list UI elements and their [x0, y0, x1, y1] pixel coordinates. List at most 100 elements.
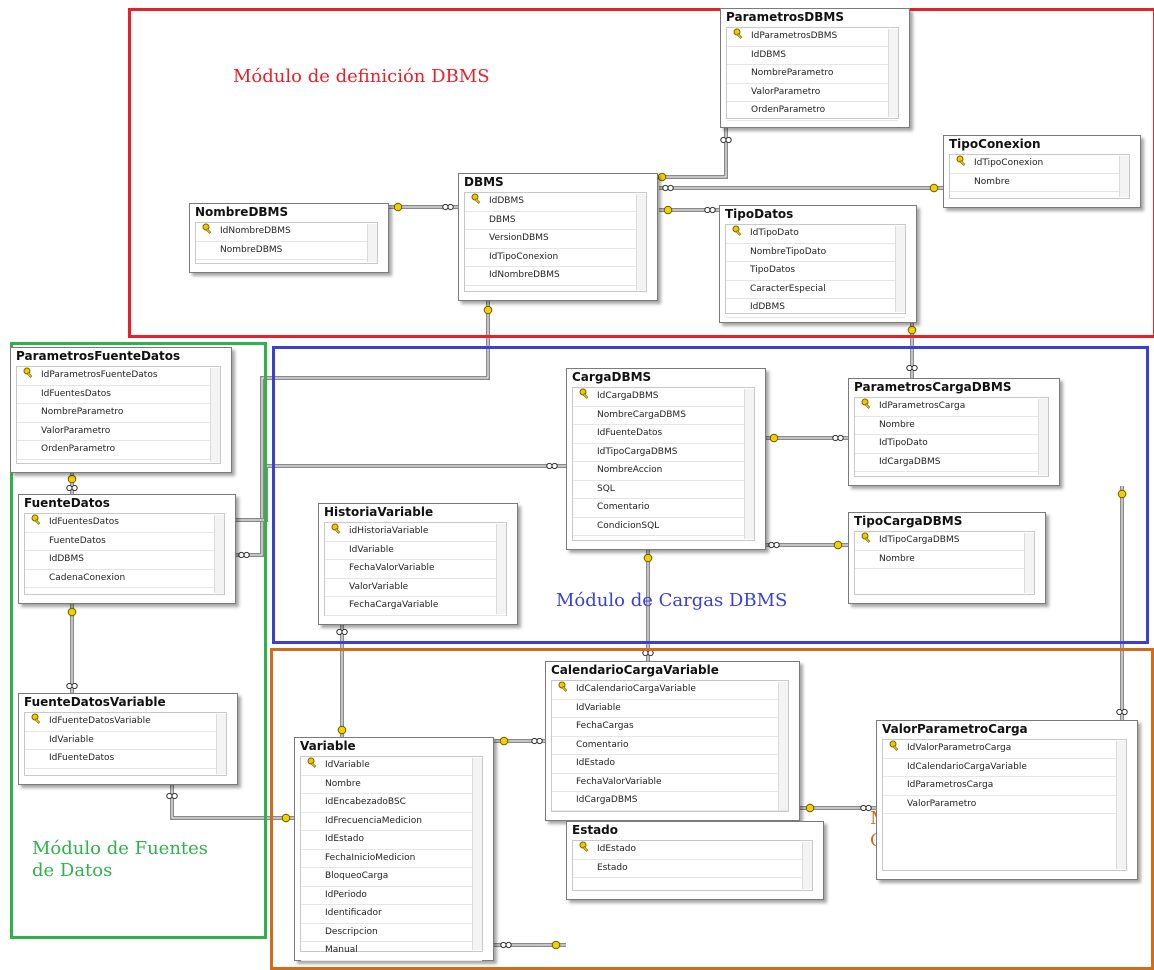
column-row[interactable]: IdFrecuenciaMedicion	[301, 813, 482, 831]
column-row[interactable]: FechaValorVariable	[552, 774, 788, 792]
column-row[interactable]: IdVariable	[325, 542, 506, 560]
column-row[interactable]: NombreDBMS	[196, 242, 377, 260]
table-scrollbar[interactable]	[496, 524, 506, 614]
primary-key-column[interactable]: IdFuenteDatosVariable	[25, 713, 226, 732]
column-row[interactable]: IdDBMS	[25, 551, 224, 570]
primary-key-column[interactable]: IdTipoCargaDBMS	[855, 532, 1034, 551]
column-row[interactable]: Nombre	[950, 174, 1129, 192]
column-row[interactable]: OrdenParametro	[17, 441, 220, 460]
table-scrollbar[interactable]	[214, 515, 224, 593]
column-row[interactable]: Comentario	[573, 499, 754, 518]
column-row[interactable]: Estado	[573, 860, 812, 878]
column-row[interactable]: IdNombreDBMS	[465, 267, 646, 286]
column-row[interactable]: IdVariable	[552, 700, 788, 718]
primary-key-column[interactable]: IdParametrosDBMS	[727, 28, 898, 47]
column-row[interactable]: OrdenParametro	[727, 102, 898, 121]
table-scrollbar[interactable]	[216, 714, 226, 774]
table-scrollbar[interactable]	[636, 194, 646, 290]
column-row[interactable]: IdFuenteDatos	[25, 750, 226, 769]
column-row[interactable]: FechaInicioMedicion	[301, 850, 482, 868]
column-row[interactable]: Nombre	[855, 417, 1048, 435]
column-row[interactable]: IdFuentesDatos	[17, 386, 220, 404]
column-row[interactable]: Comentario	[552, 737, 788, 755]
primary-key-column[interactable]: IdCalendarioCargaVariable	[552, 681, 788, 700]
table-scrollbar[interactable]	[1024, 533, 1034, 593]
table-scrollbar[interactable]	[1116, 741, 1126, 869]
column-row[interactable]: IdDBMS	[727, 47, 898, 65]
column-row[interactable]: IdVariable	[25, 732, 226, 750]
primary-key-column[interactable]: IdParametrosCarga	[855, 398, 1048, 417]
column-row[interactable]: FechaValorVariable	[325, 560, 506, 579]
relationship-CalendarioCargaVariable-to-Variable[interactable]	[494, 736, 545, 746]
primary-key-column[interactable]: IdValorParametroCarga	[883, 740, 1126, 759]
column-row[interactable]: TipoDatos	[726, 262, 905, 281]
column-row[interactable]: IdCargaDBMS	[552, 792, 788, 811]
table-scrollbar[interactable]	[210, 368, 220, 462]
primary-key-column[interactable]: IdTipoConexion	[950, 155, 1129, 174]
column-row[interactable]: CondicionSQL	[573, 518, 754, 536]
column-row[interactable]: IdTipoCargaDBMS	[573, 444, 754, 462]
primary-key-column[interactable]: IdCargaDBMS	[573, 388, 754, 407]
relationship-ParametrosCargaDBMS-to-TipoDatos[interactable]	[906, 323, 918, 378]
column-row[interactable]: DBMS	[465, 212, 646, 230]
relationship-ParametrosCargaDBMS-to-CargaDBMS[interactable]	[766, 433, 848, 443]
primary-key-column[interactable]: idHistoriaVariable	[325, 523, 506, 542]
primary-key-column[interactable]: IdVariable	[301, 757, 482, 776]
column-row[interactable]: ValorVariable	[325, 579, 506, 597]
relationship-FuenteDatos-to-DBMS[interactable]	[236, 301, 493, 559]
column-row[interactable]: SQL	[573, 481, 754, 499]
relationship-CargaDBMS-to-TipoCargaDBMS[interactable]	[766, 540, 848, 550]
primary-key-column[interactable]: IdEstado	[573, 841, 812, 860]
column-row[interactable]: BloqueoCarga	[301, 868, 482, 887]
relationship-DBMS-to-TipoConexion[interactable]	[659, 183, 943, 193]
column-row[interactable]: CadenaConexion	[25, 570, 224, 588]
column-row[interactable]: IdEncabezadoBSC	[301, 794, 482, 813]
column-row[interactable]: IdCargaDBMS	[855, 454, 1048, 472]
table-scrollbar[interactable]	[778, 682, 788, 810]
table-scrollbar[interactable]	[895, 226, 905, 312]
relationship-DBMS-to-NombreDBMS[interactable]	[389, 202, 458, 212]
column-row[interactable]: VersionDBMS	[465, 230, 646, 249]
column-row[interactable]: NombreParametro	[727, 65, 898, 84]
relationship-Variable-to-Estado[interactable]	[494, 940, 566, 950]
table-scrollbar[interactable]	[802, 842, 812, 889]
column-row[interactable]: Descripcion	[301, 924, 482, 942]
table-scrollbar[interactable]	[1038, 399, 1048, 475]
relationship-ValorParametroCarga-to-CalendarioCargaVariable[interactable]	[800, 803, 876, 813]
relationship-ParametrosFuenteDatos-to-FuenteDatos[interactable]	[66, 473, 78, 494]
column-row[interactable]: IdCalendarioCargaVariable	[883, 759, 1126, 777]
column-row[interactable]: CaracterEspecial	[726, 281, 905, 299]
column-row[interactable]: NombreParametro	[17, 404, 220, 423]
column-row[interactable]: IdTipoDato	[855, 435, 1048, 454]
primary-key-column[interactable]: IdTipoDato	[726, 225, 905, 244]
column-row[interactable]: ValorParametro	[883, 796, 1126, 814]
table-scrollbar[interactable]	[367, 224, 377, 262]
column-row[interactable]: IdEstado	[552, 755, 788, 774]
primary-key-column[interactable]: IdNombreDBMS	[196, 223, 377, 242]
column-row[interactable]: IdDBMS	[726, 299, 905, 318]
primary-key-column[interactable]: IdFuentesDatos	[25, 514, 224, 533]
column-row[interactable]: FechaCargas	[552, 718, 788, 737]
column-row[interactable]: Identificador	[301, 905, 482, 924]
table-scrollbar[interactable]	[472, 758, 482, 950]
column-row[interactable]: Nombre	[855, 551, 1034, 569]
column-row[interactable]: Manual	[301, 942, 482, 961]
relationship-ParametrosDBMS-to-DBMS[interactable]	[657, 128, 732, 182]
column-row[interactable]: NombreAccion	[573, 462, 754, 481]
column-row[interactable]: IdTipoConexion	[465, 249, 646, 267]
relationship-FuenteDatosVariable-to-FuenteDatos[interactable]	[66, 604, 78, 693]
relationship-FuenteDatosVariable-to-Variable[interactable]	[166, 785, 294, 823]
column-row[interactable]: NombreCargaDBMS	[573, 407, 754, 425]
